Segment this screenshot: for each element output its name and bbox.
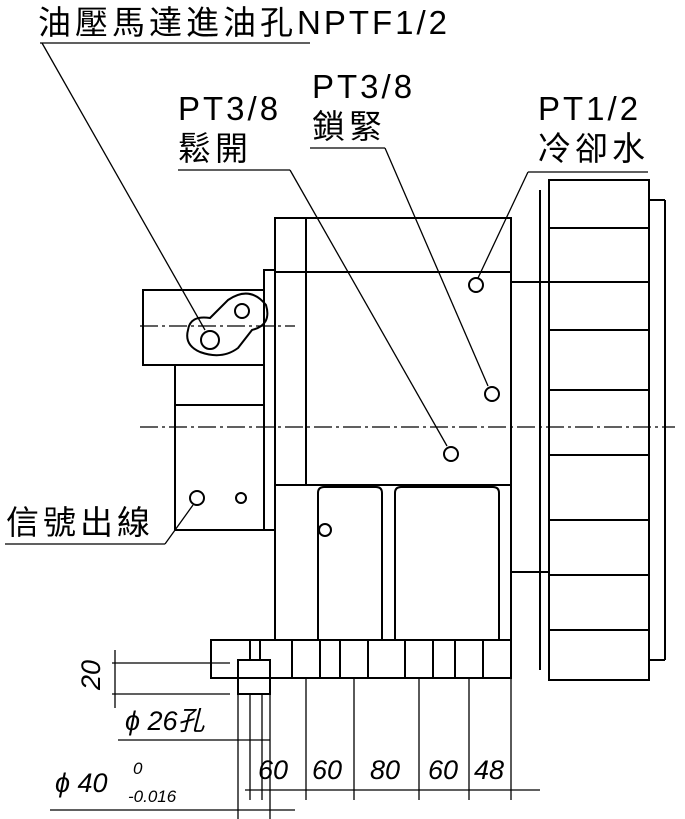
hydraulic-inlet-label: 油壓馬達進油孔NPTF1/2: [38, 6, 450, 39]
shaft-dimension: ϕ 40: [55, 768, 108, 798]
spacing-1: 60: [258, 755, 289, 785]
signal-hole-1: [189, 490, 205, 506]
port-hole-1: [234, 303, 250, 319]
leader-coolant: [477, 171, 529, 279]
port-hole-6: [318, 523, 332, 537]
port-hole-5: [443, 446, 459, 462]
height-dimension: 20: [76, 659, 106, 690]
hydraulic-inlet-text: 油壓馬達進油孔: [38, 3, 297, 42]
loosen-size: PT3/8: [178, 90, 282, 127]
coolant-size: PT1/2: [538, 90, 642, 127]
leader-lock: [384, 147, 489, 387]
motor-block: [142, 289, 265, 366]
bolt-3: [339, 639, 369, 679]
leader-signal: [164, 504, 194, 545]
port-hole-4: [484, 386, 500, 402]
leader-loosen: [289, 169, 448, 447]
spacing-2: 60: [312, 755, 343, 785]
bolt-2: [291, 639, 321, 679]
lower-pocket-left: [317, 486, 383, 640]
disk-outer: [548, 179, 650, 681]
spacing-3: 80: [370, 755, 401, 785]
lock-size: PT3/8: [312, 68, 416, 105]
bolt-1: [237, 659, 271, 695]
loosen-label: 鬆開: [178, 129, 252, 168]
main-body-outline: [274, 217, 512, 641]
hydraulic-port-flange: [186, 292, 269, 357]
spacing-5: 48: [474, 755, 505, 785]
coolant-label: 冷卻水: [538, 129, 649, 168]
bolt-4: [404, 639, 434, 679]
lock-label: 鎖緊: [312, 107, 386, 146]
bolt-5: [454, 639, 484, 679]
shaft-tolerance-upper: 0: [133, 759, 143, 778]
hole-dimension: ϕ 26孔: [125, 706, 205, 736]
signal-hole-2: [235, 492, 247, 504]
lower-pocket-right: [394, 486, 500, 640]
port-hole-2: [200, 330, 220, 350]
shaft-tolerance-lower: -0.016: [128, 787, 177, 806]
spacing-4: 60: [428, 755, 459, 785]
leader-hydraulic: [41, 42, 206, 331]
hydraulic-inlet-spec: NPTF1/2: [297, 4, 451, 41]
port-hole-3: [468, 277, 484, 293]
signal-label: 信號出線: [6, 503, 154, 542]
flange-plate: [263, 269, 276, 531]
